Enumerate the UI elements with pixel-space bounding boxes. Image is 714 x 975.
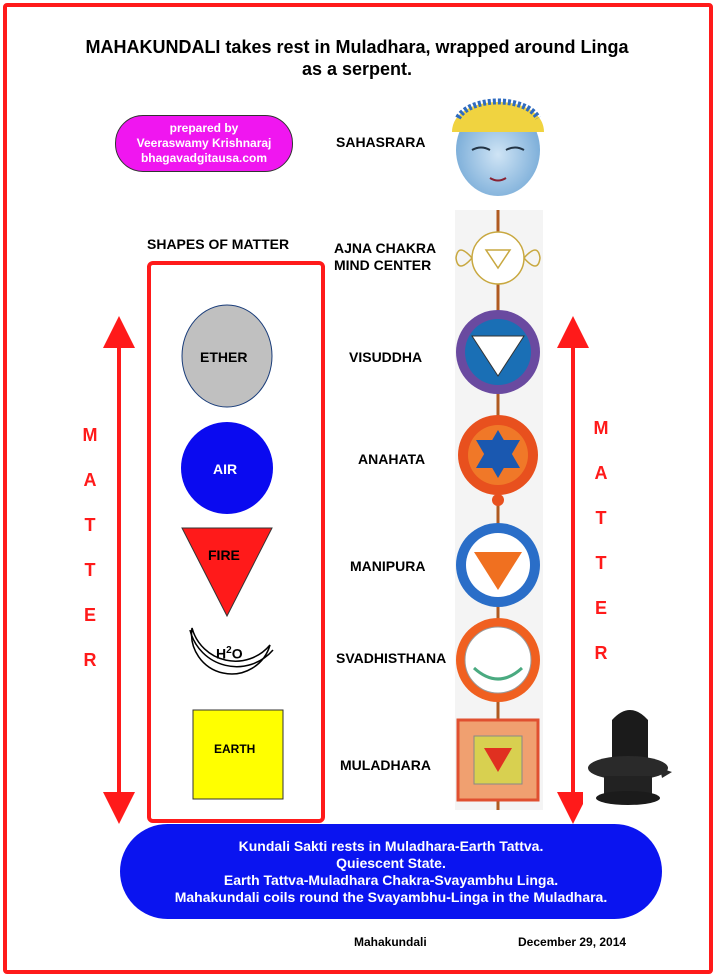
water-crescent-outer [189,629,274,668]
svayambhu-linga-image [583,702,673,806]
matter-left-letter: T [84,515,96,535]
shapes-heading: SHAPES OF MATTER [147,236,290,252]
air-label: AIR [213,461,238,477]
matter-right-letter: M [593,418,609,438]
matter-right-letter: E [594,598,607,618]
ether-label: ETHER [200,349,248,365]
matter-right-letter: T [595,508,607,528]
fire-label: FIRE [208,547,240,563]
matter-left-letter: A [83,470,97,490]
earth-square [192,709,284,800]
shapes-of-matter-box [147,261,325,823]
matter-right-letter: T [595,553,607,573]
visuddha-label: VISUDDHA [349,349,423,365]
ajna-label-line-1: AJNA CHAKRA [334,240,437,256]
sahasrara-face-image [442,84,554,196]
title-line-1: MAHAKUNDALI takes rest in Muladhara, wra… [85,37,629,57]
footnote-date: December 29, 2014 [518,935,627,949]
visuddha-chakra-image [456,310,540,394]
summary-line-4: Mahakundali coils round the Svayambhu-Li… [174,888,608,905]
credit-line-3: bhagavadgitausa.com [140,151,268,165]
svadhisthana-label: SVADHISTHANA [336,650,447,666]
title-line-2: as a serpent. [301,59,413,79]
ether-oval [181,304,273,408]
summary-line-1: Kundali Sakti rests in Muladhara-Earth T… [238,837,544,854]
sahasrara-label: SAHASRARA [336,134,426,150]
footnote-left: Mahakundali [354,935,427,949]
page-title: MAHAKUNDALI takes rest in Muladhara, wra… [20,36,694,80]
svadhisthana-chakra-image [456,618,540,702]
anahata-label: ANAHATA [358,451,426,467]
earth-label: EARTH [214,742,256,756]
matter-left-letter: E [83,605,96,625]
ajna-label: AJNA CHAKRA MIND CENTER [334,240,436,274]
water-h: H [216,645,227,662]
matter-right-letter: R [594,643,608,663]
credit-line-1: prepared by [169,121,239,135]
matter-right-word: M A T T E R [589,418,613,688]
matter-left-word: M A T T E R [78,425,102,695]
water-crescent [190,627,271,675]
matter-left-letter: T [84,560,96,580]
water-o: O [231,645,243,662]
credit-line-2: Veeraswamy Krishnaraj [136,136,272,150]
anahata-chakra-image [458,415,538,506]
air-circle [181,422,273,514]
water-subscript: 2 [226,645,232,656]
summary-line-3: Earth Tattva-Muladhara Chakra-Svayambhu … [223,871,559,888]
fire-triangle [181,527,273,618]
manipura-chakra-image [456,523,540,607]
water-label: H2O [216,645,243,662]
outer-frame [3,3,713,974]
ajna-label-line-2: MIND CENTER [334,257,432,273]
muladhara-chakra-image [456,718,540,802]
matter-left-letter: M [82,425,98,445]
matter-right-letter: A [594,463,608,483]
manipura-label: MANIPURA [350,558,426,574]
muladhara-label: MULADHARA [340,757,431,773]
ajna-chakra-image [455,231,541,285]
matter-left-letter: R [83,650,97,670]
summary-line-2: Quiescent State. [336,854,446,871]
credit-pill: prepared by Veeraswamy Krishnaraj bhagav… [115,115,293,172]
summary-pill: Kundali Sakti rests in Muladhara-Earth T… [120,824,662,919]
